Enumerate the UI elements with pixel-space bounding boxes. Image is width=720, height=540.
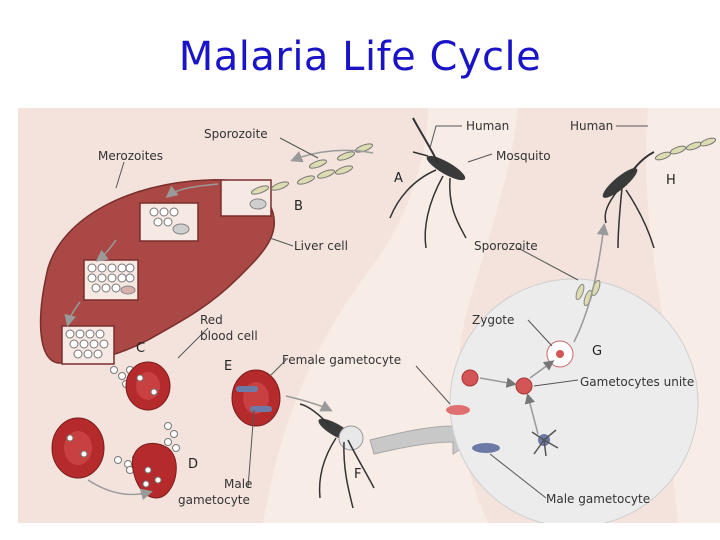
- stage-letter-f: F: [354, 467, 361, 482]
- sporozoites-right: [654, 137, 717, 161]
- stage-letter-g: G: [592, 344, 602, 359]
- stage-letter-e: E: [224, 359, 232, 374]
- label-sporozoite-right: Sporozoite: [474, 239, 538, 253]
- gametocytes-unite-cell: [515, 377, 533, 395]
- mosquito-f: [299, 403, 375, 509]
- human-arm-right: [646, 108, 720, 523]
- red-blood-cell-d-ruptured: [131, 442, 177, 499]
- leader-lines: [115, 125, 648, 499]
- label-female-gametocyte: Female gametocyte: [282, 353, 401, 367]
- label-human-right: Human: [570, 119, 613, 133]
- slide-title: Malaria Life Cycle: [178, 34, 542, 80]
- stage-letter-b: B: [294, 199, 303, 214]
- liver-cell-b: [139, 202, 199, 242]
- mosquito-h: [602, 151, 655, 249]
- process-arrows: [64, 149, 609, 501]
- liver: [39, 179, 276, 364]
- life-cycle-diagram: Sporozoite Merozoites Human Human Mosqui…: [18, 108, 720, 523]
- male-gametocyte-cell: [472, 429, 559, 457]
- red-blood-cell-e: [231, 369, 281, 427]
- label-red-blood-cell-2: blood cell: [200, 329, 258, 343]
- liver-cell-merozoites: [83, 259, 139, 301]
- label-gametocytes-unite: Gametocytes unite: [580, 375, 694, 389]
- red-blood-cell-c: [125, 361, 171, 411]
- label-red-blood-cell-1: Red: [200, 313, 223, 327]
- red-blood-cell-d-left: [51, 417, 105, 479]
- female-gametocyte-cell: [446, 369, 479, 415]
- stage-letter-d: D: [188, 457, 198, 472]
- label-human-left: Human: [466, 119, 509, 133]
- label-mosquito: Mosquito: [496, 149, 551, 163]
- label-sporozoite-top: Sporozoite: [204, 127, 268, 141]
- stage-letter-c: C: [136, 341, 145, 356]
- label-male-gametocyte-left-2: gametocyte: [178, 493, 250, 507]
- liver-cell-c: [61, 325, 115, 365]
- label-male-gametocyte-right: Male gametocyte: [546, 492, 650, 506]
- sporozoites-top: [250, 143, 374, 195]
- mosquito-gut-circle: [449, 278, 699, 523]
- label-liver-cell: Liver cell: [294, 239, 348, 253]
- mosquito-a: [389, 117, 467, 249]
- label-male-gametocyte-left-1: Male: [224, 477, 252, 491]
- label-zygote: Zygote: [472, 313, 514, 327]
- stage-letter-h: H: [666, 173, 676, 188]
- stage-letter-a: A: [394, 171, 403, 186]
- label-merozoites: Merozoites: [98, 149, 163, 163]
